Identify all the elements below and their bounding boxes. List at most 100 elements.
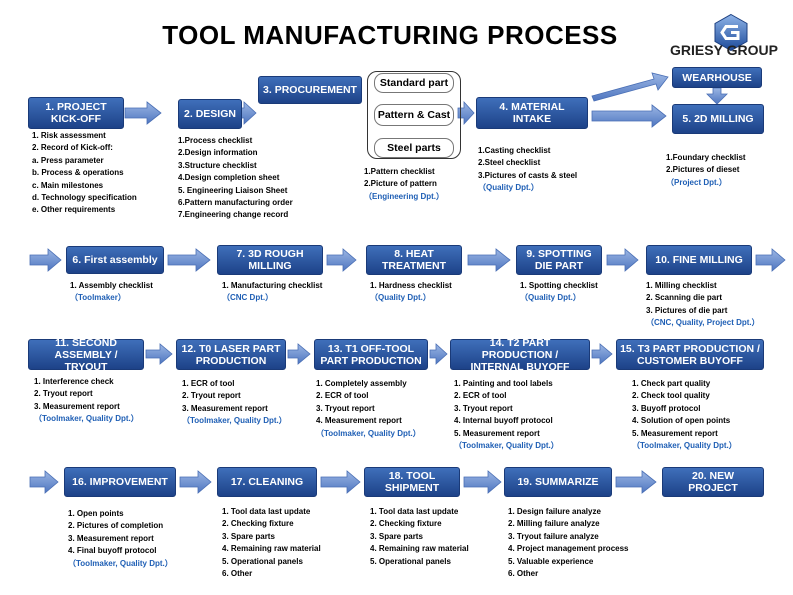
details-10: 1. Milling checklist 2. Scanning die par… — [646, 280, 760, 330]
details-11: 1. Interference check 2. Tryout report 3… — [34, 376, 139, 426]
detail-line: 4. Internal buyoff protocol — [454, 416, 553, 426]
department-label: （Toolmaker） — [70, 293, 126, 303]
detail-line: 3. Tryout failure analyze — [508, 531, 599, 541]
detail-line: 4.Design completion sheet — [178, 173, 280, 183]
department-label: （Engineering Dpt.） — [364, 191, 444, 201]
detail-line: 5. Valuable experience — [508, 556, 594, 566]
details-15: 1. Check part quality 2. Check tool qual… — [632, 378, 737, 452]
detail-line: 2. ECR of tool — [316, 391, 369, 401]
arrow-in-16 — [29, 470, 59, 494]
step-3-procurement: 3. PROCUREMENT — [258, 76, 362, 104]
detail-line: 2. Checking fixture — [222, 519, 294, 529]
detail-line: 2. Scanning die part — [646, 293, 723, 303]
arrow-4-5 — [591, 104, 667, 128]
arrow-14-15 — [591, 343, 613, 365]
arrow-1-2 — [124, 101, 162, 125]
detail-line: 2. ECR of tool — [454, 391, 507, 401]
detail-line: 1. Tool data last update — [222, 507, 311, 516]
department-label: （Toolmaker, Quality Dpt.） — [68, 558, 173, 568]
griesy-logo-icon — [714, 13, 748, 52]
step-1-project-kickoff: 1. PROJECT KICK-OFF — [28, 97, 124, 129]
details-12: 1. ECR of tool 2. Tryout report 3. Measu… — [182, 378, 287, 428]
detail-line: 4. Remaining raw material — [370, 544, 469, 554]
arrow-9-10 — [606, 248, 639, 272]
detail-line: e. Other requirements — [32, 205, 116, 215]
detail-line: 1. Painting and tool labels — [454, 379, 553, 388]
detail-line: 2. Pictures of completion — [68, 521, 164, 531]
detail-line: a. Press parameter — [32, 155, 104, 165]
step-2-design: 2. DESIGN — [178, 99, 242, 129]
detail-line: 5. Measurement report — [454, 428, 540, 438]
arrow-11-12 — [145, 343, 173, 365]
procurement-bracket — [367, 71, 461, 159]
detail-line: 3. Pictures of die part — [646, 305, 728, 315]
detail-line: 1.Casting checklist — [478, 146, 551, 155]
arrow-in-6 — [29, 248, 62, 272]
detail-line: 1. Completely assembly — [316, 379, 407, 388]
detail-line: 6. Other — [222, 569, 253, 579]
detail-line: 1.Pattern checklist — [364, 167, 435, 176]
arrow-6-7 — [167, 248, 211, 272]
detail-line: 1. Check part quality — [632, 379, 711, 388]
details-13: 1. Completely assembly 2. ECR of tool 3.… — [316, 378, 421, 440]
detail-line: 1. Manufacturing checklist — [222, 281, 323, 290]
step-11-second-assembly-tryout: 11. SECOND ASSEMBLY / TRYOUT — [28, 337, 144, 373]
details-16: 1. Open points 2. Pictures of completion… — [68, 508, 173, 570]
detail-line: 1. Spotting checklist — [520, 281, 598, 290]
details-17: 1. Tool data last update 2. Checking fix… — [222, 506, 321, 580]
department-label: （CNC, Quality, Project Dpt.） — [646, 318, 760, 328]
department-label: （Toolmaker, Quality Dpt.） — [632, 441, 737, 451]
arrow-13-14 — [429, 343, 448, 365]
detail-line: 2. Checking fixture — [370, 519, 442, 529]
detail-line: 1. Open points — [68, 509, 124, 518]
detail-line: 4. Measurement report — [316, 416, 402, 426]
details-18: 1. Tool data last update 2. Checking fix… — [370, 506, 469, 568]
arrow-4-wh — [591, 72, 669, 102]
detail-line: 7.Engineering change record — [178, 210, 289, 220]
step-18-tool-shipment: 18. TOOL SHIPMENT — [364, 467, 460, 497]
step-16-improvement: 16. IMPROVEMENT — [64, 467, 176, 497]
detail-line: 3. Measurement report — [34, 401, 120, 411]
detail-line: 2.Picture of pattern — [364, 179, 437, 189]
step-4-material-intake: 4. MATERIAL INTAKE — [476, 97, 588, 129]
detail-line: 5. Engineering Liaison Sheet — [178, 185, 288, 195]
detail-line: 3.Structure checklist — [178, 160, 257, 170]
detail-line: 1. ECR of tool — [182, 379, 235, 388]
details-8: 1. Hardness checklist （Quality Dpt.） — [370, 280, 452, 305]
detail-line: 3. Measurement report — [182, 403, 268, 413]
step-19-summarize: 19. SUMMARIZE — [504, 467, 612, 497]
department-label: （Toolmaker, Quality Dpt.） — [182, 416, 287, 426]
detail-line: 2.Pictures of dieset — [666, 165, 740, 175]
details-5: 1.Foundary checklist 2.Pictures of diese… — [666, 152, 746, 189]
department-label: （Quality Dpt.） — [478, 183, 539, 193]
company-name: GRIESY GROUP — [670, 42, 778, 58]
detail-line: 1. Design failure analyze — [508, 507, 601, 516]
detail-line: 5. Measurement report — [632, 428, 718, 438]
detail-line: 2. Tryout report — [182, 391, 241, 401]
arrow-proc-4 — [457, 100, 475, 126]
detail-line: 2. Record of Kick-off: — [32, 143, 113, 153]
detail-line: 4. Remaining raw material — [222, 544, 321, 554]
detail-line: 5. Operational panels — [222, 556, 303, 566]
department-label: （Quality Dpt.） — [370, 293, 431, 303]
department-label: （CNC Dpt.） — [222, 293, 274, 303]
details-19: 1. Design failure analyze 2. Milling fai… — [508, 506, 629, 580]
details-14: 1. Painting and tool labels 2. ECR of to… — [454, 378, 559, 452]
detail-line: 2. Tryout report — [34, 389, 93, 399]
step-6-first-assembly: 6. First assembly — [66, 246, 164, 274]
details-3: 1.Pattern checklist 2.Picture of pattern… — [364, 166, 444, 203]
arrow-7-8 — [326, 248, 357, 272]
arrow-18-19 — [463, 470, 502, 494]
detail-line: 6. Other — [508, 569, 539, 579]
wearhouse-box: WEARHOUSE — [672, 67, 762, 88]
department-label: （Toolmaker, Quality Dpt.） — [316, 428, 421, 438]
detail-line: 2.Steel checklist — [478, 158, 541, 168]
detail-line: 1.Process checklist — [178, 136, 253, 145]
step-9-spotting-die-part: 9. SPOTTING DIE PART — [516, 245, 602, 275]
details-2: 1.Process checklist 2.Design information… — [178, 135, 293, 222]
step-14-t2-internal-buyoff: 14. T2 PART PRODUCTION / INTERNAL BUYOFF — [450, 337, 590, 373]
step-7-3d-rough-milling: 7. 3D ROUGH MILLING — [217, 245, 323, 275]
detail-line: 3.Pictures of casts & steel — [478, 170, 578, 180]
arrow-12-13 — [287, 343, 311, 365]
detail-line: 4. Project management process — [508, 544, 629, 554]
